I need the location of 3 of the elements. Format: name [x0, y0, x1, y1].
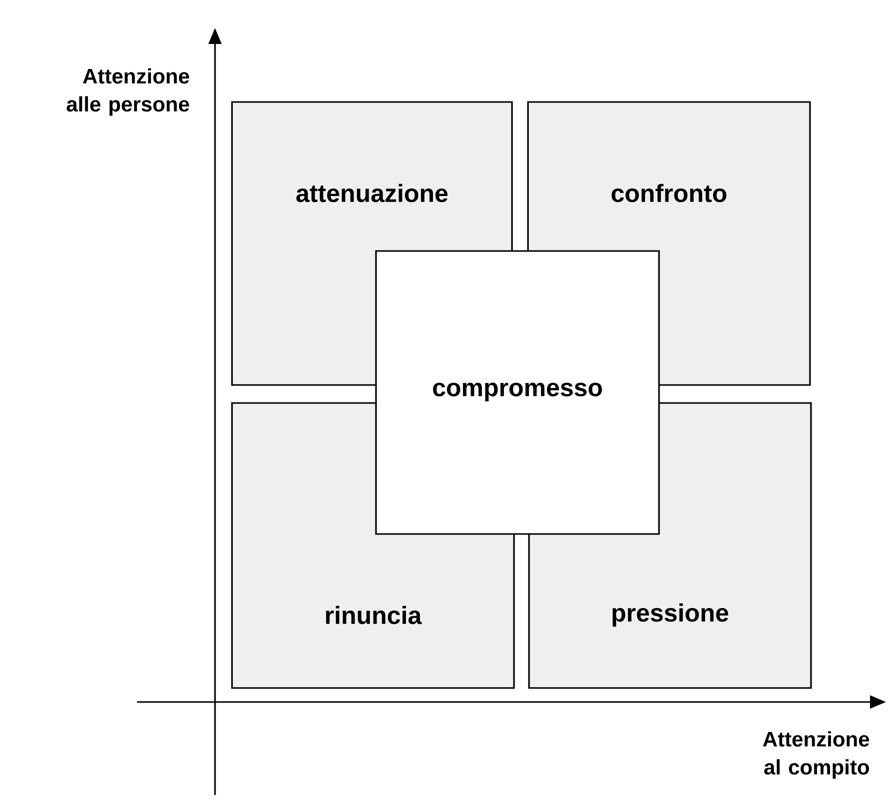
- quadrant-box: compromesso: [375, 250, 660, 535]
- axis-label: Attenzione al compito: [763, 731, 870, 779]
- axis-label: Attenzione alle persone: [66, 68, 190, 116]
